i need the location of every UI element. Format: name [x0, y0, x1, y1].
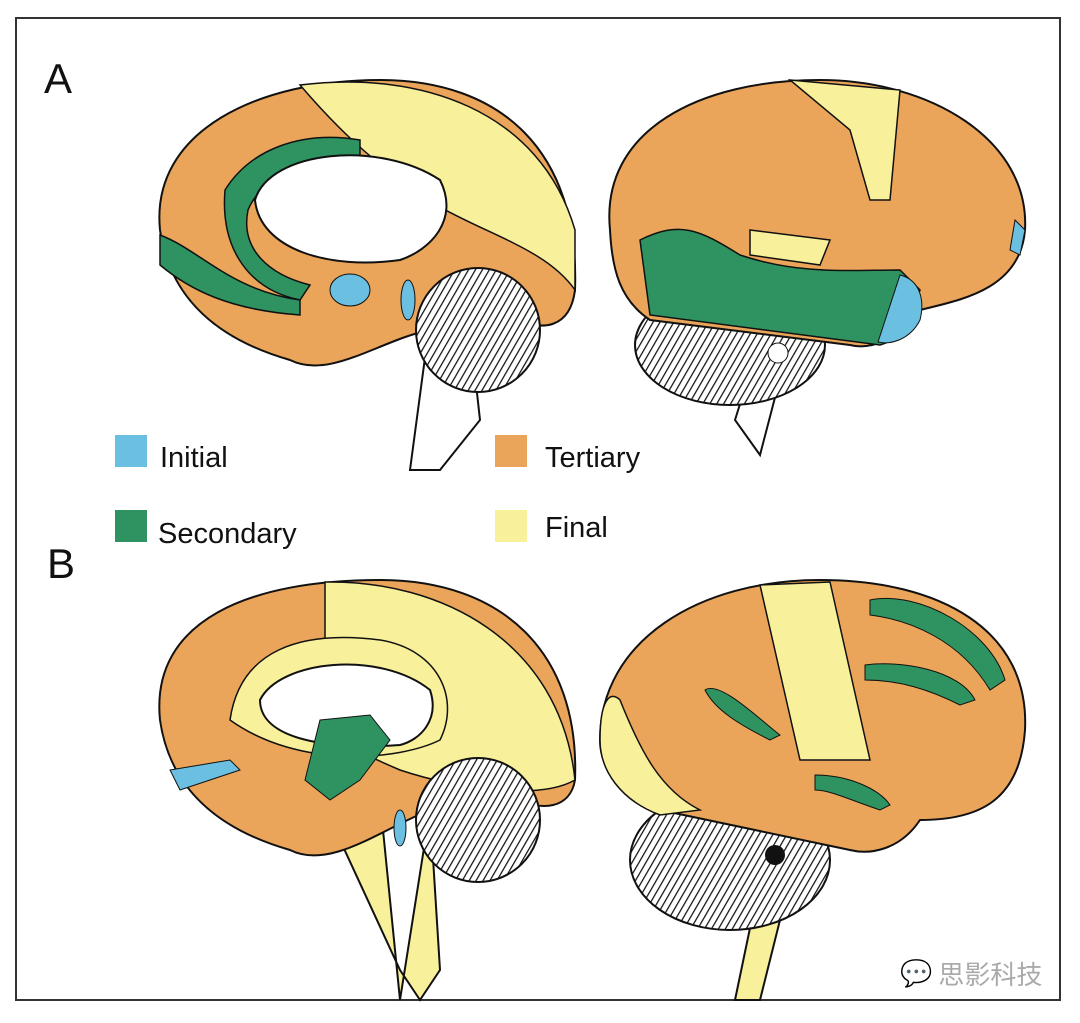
- panel-a-medial-brain: [158, 78, 577, 471]
- panel-b-lateral-brain: [598, 578, 1027, 1001]
- legend-label-final: Final: [545, 512, 608, 544]
- panel-label-a: A: [44, 55, 73, 102]
- panel-label-b: B: [47, 540, 76, 587]
- figure-frame: [15, 17, 1061, 1001]
- legend-swatch-tertiary: [495, 435, 527, 467]
- legend-label-secondary: Secondary: [158, 518, 297, 550]
- legend-swatch-initial: [115, 435, 147, 467]
- legend-swatch-secondary: [115, 510, 147, 542]
- watermark: 💬 思影科技: [900, 955, 1042, 992]
- panel-a-lateral-brain: [608, 78, 1027, 458]
- legend-swatch-final: [495, 510, 527, 542]
- panel-b-medial-brain: [158, 578, 577, 1002]
- legend-label-tertiary: Tertiary: [545, 442, 641, 474]
- legend-label-initial: Initial: [160, 442, 228, 474]
- chat-bubble-icon: 💬: [900, 958, 933, 988]
- watermark-text: 思影科技: [938, 960, 1043, 990]
